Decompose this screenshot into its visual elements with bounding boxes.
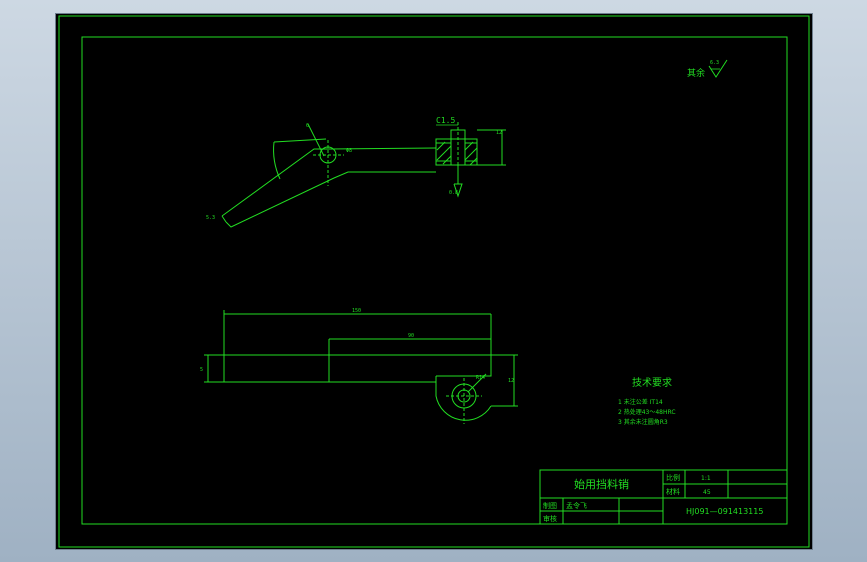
dim-vertical: 0.8 [449, 190, 458, 196]
dim-height-left: 5 [200, 367, 203, 373]
drawing-number: HJ091—091413115 [686, 507, 763, 516]
front-view [204, 310, 518, 424]
roughness-symbol: 其余 6.3 [687, 59, 728, 79]
scale-value: 1:1 [701, 475, 711, 482]
note-center: Φ8 [346, 148, 352, 154]
dim-overall: 150 [352, 308, 361, 314]
dim-height-right: 12 [508, 378, 514, 384]
tech-item-3: 3 其余未注圆角R3 [618, 418, 668, 426]
dim-right-small: 12 [496, 130, 502, 136]
dim-inner: 90 [408, 333, 414, 339]
outer-border [58, 15, 810, 548]
tech-title: 技术要求 [632, 376, 672, 389]
part-name: 始用挡料销 [574, 477, 629, 491]
checked-label: 审核 [543, 514, 557, 523]
tech-item-2: 2 热处理43～48HRC [618, 408, 676, 416]
dim-angle-mark: 6 [306, 123, 309, 129]
roughness-label: 其余 [687, 67, 705, 79]
dim-5-3: 5.3 [206, 215, 215, 221]
tech-item-1: 1 未注公差 IT14 [618, 398, 663, 406]
material-value: 45 [703, 489, 711, 496]
chamfer-label: C1.5 [436, 116, 455, 125]
drawing-canvas: 其余 6.3 [58, 15, 810, 548]
tech-requirements: 技术要求 1 未注公差 IT14 2 热处理43～48HRC 3 其余未注圆角R… [618, 376, 676, 426]
material-label: 材料 [666, 487, 680, 496]
inner-border [81, 36, 788, 525]
top-view [221, 122, 506, 228]
scale-label: 比例 [666, 473, 680, 482]
drawn-name: 孟令飞 [566, 501, 587, 510]
title-block [539, 469, 788, 525]
drawing-sheet[interactable]: 其余 6.3 [55, 13, 813, 550]
drawn-label: 制图 [543, 501, 557, 510]
dim-radius: R14 [476, 375, 485, 381]
roughness-value: 6.3 [710, 60, 719, 66]
